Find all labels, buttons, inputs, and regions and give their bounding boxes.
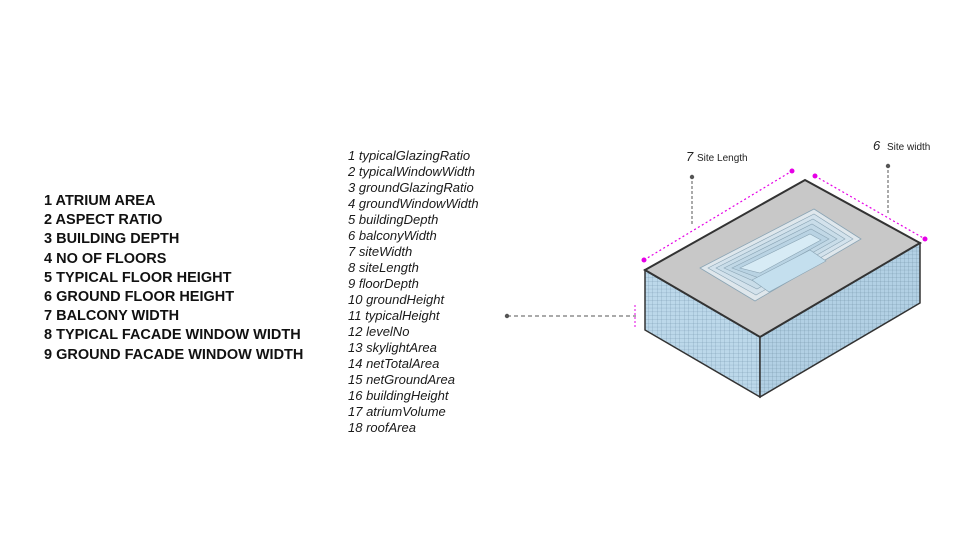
- site-width-dimension: [814, 175, 926, 240]
- variable-item: 18 roofArea: [348, 420, 416, 435]
- site-width-number: 6: [873, 138, 881, 153]
- variable-item: 15 netGroundArea: [348, 372, 455, 387]
- site-length-leader-dot: [689, 174, 695, 180]
- variable-item: 17 atriumVolume: [348, 404, 446, 419]
- height-leader-dot: [504, 313, 510, 319]
- site-length-end-dot: [789, 168, 795, 174]
- variable-item: 13 skylightArea: [348, 340, 437, 355]
- variable-item: 10 groundHeight: [348, 292, 445, 307]
- parameter-item: 1 ATRIUM AREA: [44, 193, 156, 209]
- variable-item: 1 typicalGlazingRatio: [348, 148, 471, 163]
- site-length-end-dot: [641, 257, 647, 263]
- variable-item: 8 siteLength: [348, 260, 419, 275]
- variable-item: 4 groundWindowWidth: [348, 196, 479, 211]
- variable-item: 9 floorDepth: [348, 276, 419, 291]
- parameter-item: 5 TYPICAL FLOOR HEIGHT: [44, 269, 232, 286]
- atrium: [699, 208, 862, 302]
- site-length-label: Site Length: [697, 153, 748, 164]
- site-length-dimension: [643, 170, 793, 261]
- parameter-item: 2 ASPECT RATIO: [44, 212, 163, 229]
- variable-list: 1 typicalGlazingRatio 2 typicalWindowWid…: [348, 148, 479, 436]
- variable-item: 6 balconyWidth: [348, 228, 437, 243]
- parameter-list: 1 ATRIUM AREA 2 ASPECT RATIO 3 BUILDING …: [44, 192, 303, 365]
- parameter-item: 8 TYPICAL FACADE WINDOW WIDTH: [44, 327, 301, 344]
- parameter-item: 7 BALCONY WIDTH: [44, 308, 180, 325]
- site-width-label: Site width: [887, 142, 930, 153]
- site-width-end-dot: [922, 236, 928, 242]
- parameter-item: 6 GROUND FLOOR HEIGHT: [44, 289, 235, 306]
- site-width-leader-dot: [885, 163, 891, 169]
- variable-item: 12 levelNo: [348, 324, 410, 339]
- variable-item: 11 typicalHeight: [348, 308, 440, 323]
- parameter-item: 3 BUILDING DEPTH: [44, 231, 180, 248]
- parameter-item: 4 NO OF FLOORS: [44, 250, 167, 267]
- site-width-end-dot: [812, 173, 818, 179]
- variable-item: 3 groundGlazingRatio: [348, 180, 474, 195]
- parameter-item: 9 GROUND FACADE WINDOW WIDTH: [44, 346, 304, 363]
- variable-item: 2 typicalWindowWidth: [348, 164, 475, 179]
- variable-item: 16 buildingHeight: [348, 388, 449, 403]
- variable-item: 7 siteWidth: [348, 244, 413, 259]
- variable-item: 5 buildingDepth: [348, 212, 439, 227]
- site-length-number: 7: [686, 149, 694, 164]
- variable-item: 14 netTotalArea: [348, 356, 440, 371]
